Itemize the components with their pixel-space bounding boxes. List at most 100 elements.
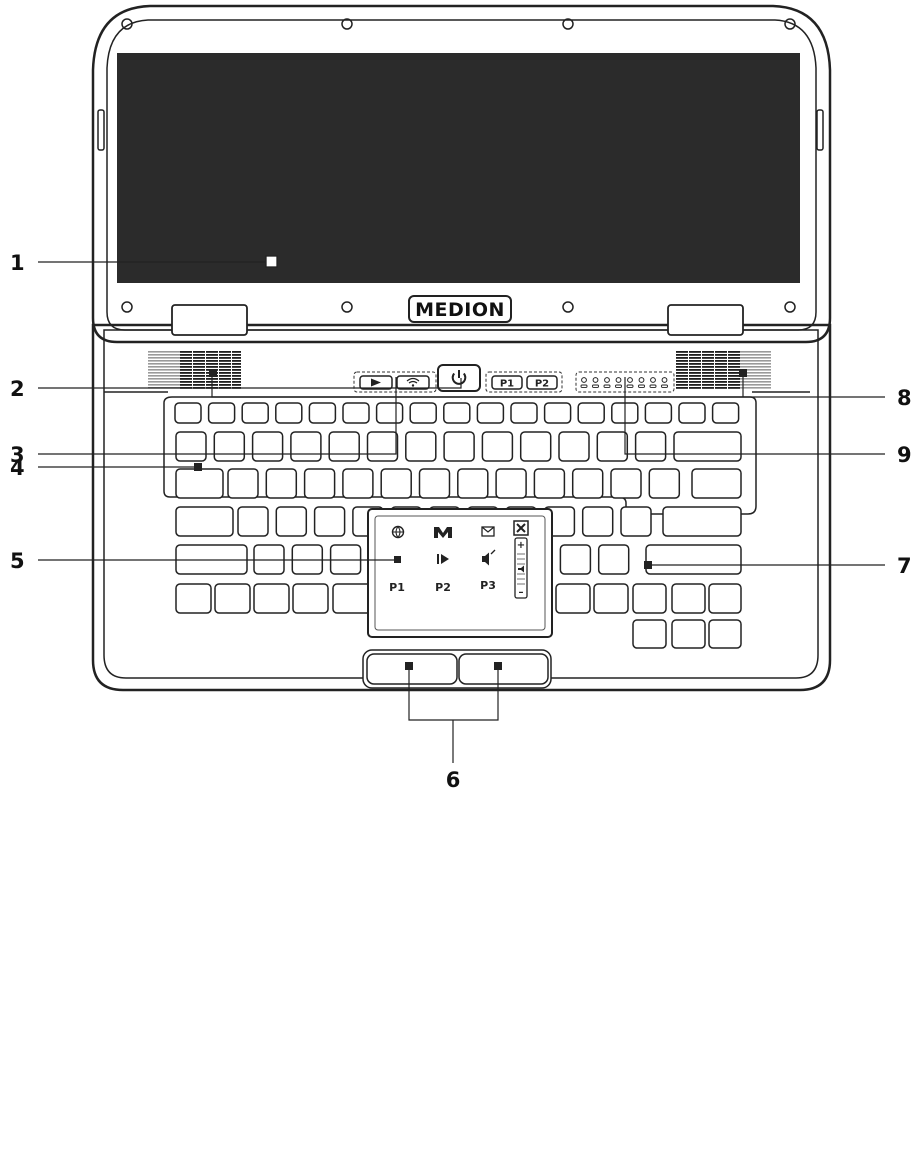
keyboard-key[interactable] xyxy=(671,619,706,649)
mail-icon[interactable] xyxy=(481,526,495,537)
p2-quick-button[interactable]: P2 xyxy=(526,375,558,390)
status-led xyxy=(626,384,634,388)
keyboard-key[interactable] xyxy=(481,431,514,462)
keyboard-key[interactable] xyxy=(581,506,614,537)
speaker-divider xyxy=(714,351,715,390)
keyboard-key[interactable] xyxy=(328,431,360,462)
keyboard-key[interactable] xyxy=(253,583,290,614)
touchpad-p3-label[interactable]: P3 xyxy=(480,579,496,592)
keyboard-key[interactable] xyxy=(632,619,667,649)
keyboard-key[interactable] xyxy=(673,431,742,462)
keyboard-key[interactable] xyxy=(342,402,370,424)
power-button[interactable] xyxy=(437,364,481,392)
keyboard-key[interactable] xyxy=(275,506,308,537)
bezel-screw xyxy=(121,301,133,313)
keyboard-key[interactable] xyxy=(558,431,590,462)
keyboard-key[interactable] xyxy=(620,506,652,537)
volume-slider[interactable]: + – xyxy=(514,537,528,599)
status-led xyxy=(649,384,657,388)
keyboard-key[interactable] xyxy=(610,468,642,499)
keyboard-key[interactable] xyxy=(691,468,742,499)
keyboard-key[interactable] xyxy=(175,468,224,499)
keyboard-key[interactable] xyxy=(533,468,566,499)
touchpad-p2-label[interactable]: P2 xyxy=(435,581,451,594)
speaker-slot xyxy=(676,387,740,389)
callout-marker-display xyxy=(265,255,278,268)
keyboard-key[interactable] xyxy=(207,402,236,424)
keyboard-key[interactable] xyxy=(662,506,742,537)
callout-number-power-button: 2 xyxy=(10,377,25,401)
medion-m-icon[interactable] xyxy=(434,527,452,538)
wlan-button[interactable] xyxy=(396,375,430,390)
touchpad-p1-label[interactable]: P1 xyxy=(389,581,405,594)
speaker-grille-left xyxy=(148,351,241,390)
keyboard-key[interactable] xyxy=(555,583,591,614)
keyboard-key[interactable] xyxy=(443,402,471,424)
keyboard-key[interactable] xyxy=(476,402,505,424)
keyboard-key[interactable] xyxy=(678,402,706,424)
keyboard-key[interactable] xyxy=(375,402,404,424)
globe-icon[interactable] xyxy=(391,525,405,539)
keyboard-key[interactable] xyxy=(648,468,681,499)
keyboard-key[interactable] xyxy=(213,431,246,462)
keyboard-key[interactable] xyxy=(571,468,604,499)
speaker-slot xyxy=(180,354,241,356)
keyboard-key[interactable] xyxy=(634,431,667,462)
keyboard-key[interactable] xyxy=(175,431,207,462)
keyboard-key[interactable] xyxy=(237,506,269,537)
keyboard-key[interactable] xyxy=(275,402,303,424)
callout-number-quickstart: 3 xyxy=(10,443,25,467)
keyboard-key[interactable] xyxy=(708,619,742,649)
keyboard-key[interactable] xyxy=(265,468,298,499)
keyboard-key[interactable] xyxy=(711,402,740,424)
keyboard-key[interactable] xyxy=(597,544,630,575)
callout-markers xyxy=(194,255,747,670)
keyboard-key[interactable] xyxy=(418,468,451,499)
keyboard-key[interactable] xyxy=(559,544,592,575)
keyboard-key[interactable] xyxy=(241,402,269,424)
keyboard-key[interactable] xyxy=(366,431,399,462)
touchpad[interactable]: + – P1 P2 P3 xyxy=(367,508,553,638)
touchpad-toggle-close-icon[interactable] xyxy=(513,520,529,536)
keyboard-key[interactable] xyxy=(519,431,552,462)
play-pause-icon[interactable] xyxy=(437,554,449,564)
keyboard-key[interactable] xyxy=(342,468,374,499)
callout-marker-keyboard xyxy=(194,463,202,471)
keyboard-key[interactable] xyxy=(495,468,527,499)
mute-icon[interactable] xyxy=(482,549,496,566)
keyboard-key[interactable] xyxy=(175,583,212,614)
keyboard-key[interactable] xyxy=(632,583,667,614)
keyboard-key[interactable] xyxy=(443,431,475,462)
stop-icon[interactable] xyxy=(394,556,401,563)
speaker-divider xyxy=(727,351,728,390)
bezel-screw xyxy=(784,301,796,313)
keyboard-key[interactable] xyxy=(644,402,673,424)
keyboard-key[interactable] xyxy=(409,402,437,424)
speaker-slot xyxy=(180,378,241,380)
keyboard-key[interactable] xyxy=(227,468,259,499)
keyboard-key[interactable] xyxy=(577,402,605,424)
bezel-screw xyxy=(341,301,353,313)
keyboard-key[interactable] xyxy=(593,583,629,614)
keyboard-key[interactable] xyxy=(214,583,251,614)
keyboard-key[interactable] xyxy=(510,402,538,424)
keyboard-key[interactable] xyxy=(596,431,629,462)
keyboard-key[interactable] xyxy=(174,402,202,424)
keyboard-key[interactable] xyxy=(313,506,346,537)
keyboard-key[interactable] xyxy=(303,468,336,499)
keyboard-key[interactable] xyxy=(543,402,572,424)
keyboard-key[interactable] xyxy=(671,583,706,614)
keyboard-key[interactable] xyxy=(457,468,489,499)
media-play-button[interactable] xyxy=(359,375,393,390)
keyboard-key[interactable] xyxy=(645,544,742,575)
keyboard-key[interactable] xyxy=(405,431,437,462)
keyboard-key[interactable] xyxy=(292,583,329,614)
right-touchpad-button[interactable] xyxy=(458,653,549,685)
keyboard-key[interactable] xyxy=(290,431,322,462)
keyboard-key[interactable] xyxy=(308,402,337,424)
keyboard-key[interactable] xyxy=(175,506,234,537)
keyboard-key[interactable] xyxy=(380,468,412,499)
p1-quick-button[interactable]: P1 xyxy=(491,375,523,390)
keyboard-key[interactable] xyxy=(708,583,742,614)
keyboard-key[interactable] xyxy=(251,431,284,462)
